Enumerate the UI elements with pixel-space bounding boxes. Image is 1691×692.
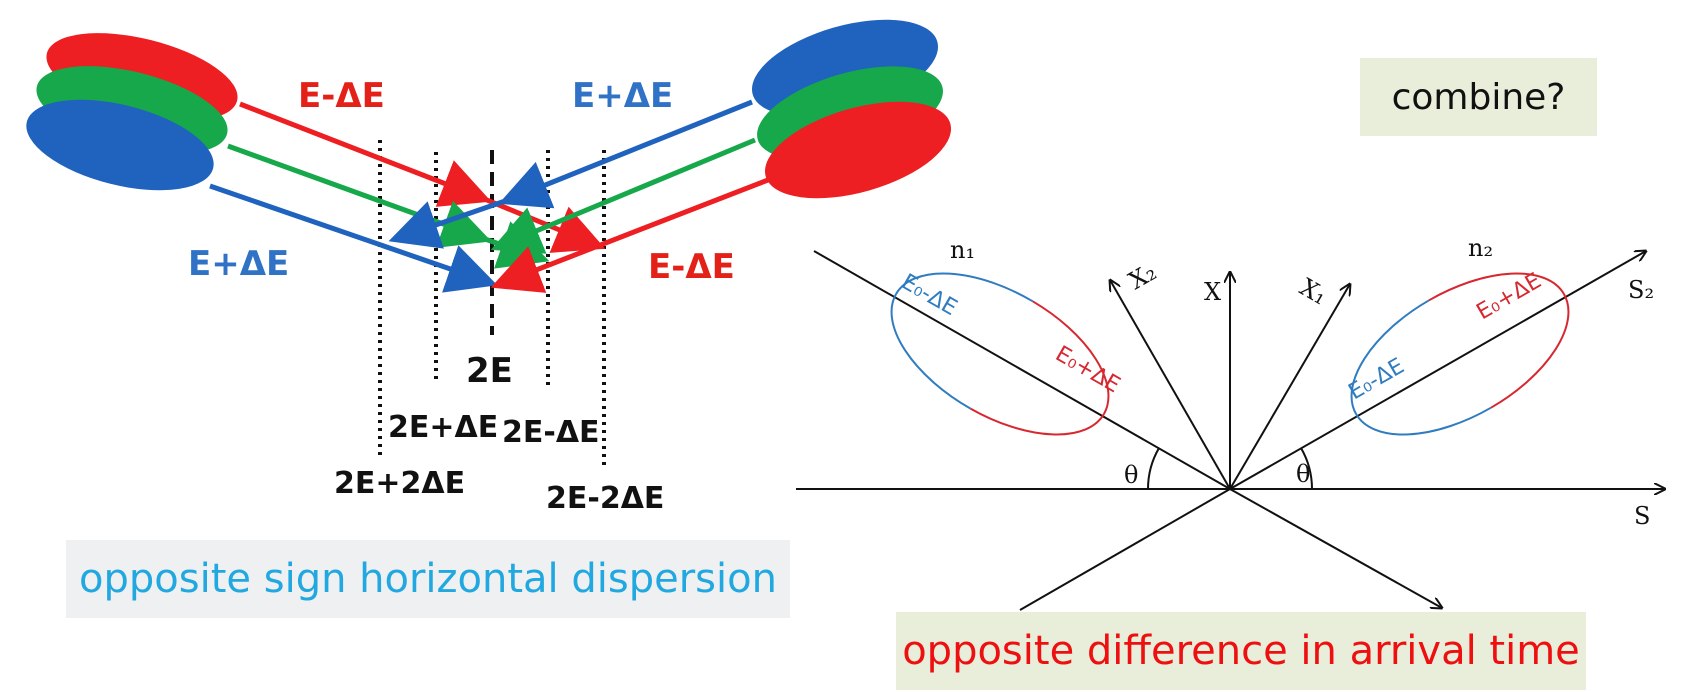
left-source-bunches bbox=[26, 33, 238, 191]
x1-axis bbox=[1229, 284, 1350, 490]
right-red-bunch bbox=[764, 101, 952, 199]
label-s2: S₂ bbox=[1628, 276, 1654, 304]
right-blue-beam-ext bbox=[388, 197, 509, 249]
label-n2: n₂ bbox=[1468, 234, 1493, 262]
left-ellipse-red-half-b bbox=[970, 407, 1105, 436]
label-right-ellipse-blue: E₀-ΔE bbox=[1345, 354, 1409, 405]
label-top-left: E-ΔE bbox=[298, 76, 385, 116]
right-beams bbox=[388, 99, 769, 293]
label-theta-left: θ bbox=[1124, 461, 1138, 489]
combine-callout: combine? bbox=[1360, 58, 1597, 136]
right-diagram-labels: n₁ n₂ X X₂ X₁ S S₂ θ θ E₀-ΔE E₀+ΔE E₀-ΔE… bbox=[897, 234, 1654, 530]
label-bottom-right: E-ΔE bbox=[648, 247, 735, 287]
s2-axis bbox=[1229, 251, 1646, 490]
label-n1: n₁ bbox=[950, 236, 975, 264]
lower-left-line bbox=[1019, 488, 1231, 611]
label-theta-right: θ bbox=[1296, 460, 1310, 488]
x2-axis bbox=[1110, 280, 1231, 490]
label-2e-minus-2de: 2E-2ΔE bbox=[546, 481, 664, 516]
right-blue-beam bbox=[498, 99, 753, 209]
right-red-beam bbox=[490, 177, 769, 293]
label-s: S bbox=[1634, 502, 1650, 530]
left-ellipse bbox=[890, 272, 1110, 436]
label-x: X bbox=[1204, 278, 1221, 306]
right-green-beam bbox=[490, 137, 756, 254]
label-top-right: E+ΔE bbox=[572, 76, 673, 116]
right-ellipse bbox=[1350, 272, 1570, 436]
left-ellipse-blue-half bbox=[895, 272, 1034, 303]
left-red-beam bbox=[239, 101, 492, 207]
label-2e-plus-2de: 2E+2ΔE bbox=[334, 466, 465, 501]
label-left-ellipse-blue: E₀-ΔE bbox=[897, 270, 961, 321]
label-x2: X₂ bbox=[1124, 258, 1161, 296]
label-left-ellipse-red: E₀+ΔE bbox=[1051, 342, 1124, 399]
theta-arc-right bbox=[1300, 447, 1313, 490]
label-x1: X₁ bbox=[1295, 273, 1332, 311]
left-blue-beam bbox=[209, 183, 498, 293]
left-ellipse-blue-half-b bbox=[890, 293, 972, 410]
label-2e: 2E bbox=[466, 351, 513, 391]
left-blue-bunch bbox=[26, 99, 214, 191]
label-2e-plus-de: 2E+ΔE bbox=[388, 410, 498, 445]
right-ellipse-red-half bbox=[1428, 272, 1565, 302]
right-source-bunches bbox=[751, 19, 952, 199]
left-ellipse-red-half bbox=[1032, 300, 1110, 415]
dispersion-callout: opposite sign horizontal dispersion bbox=[66, 540, 790, 618]
label-2e-minus-de: 2E-ΔE bbox=[502, 415, 600, 450]
n1-line bbox=[813, 250, 1231, 490]
right-ellipse-blue-half-b bbox=[1355, 406, 1492, 436]
left-beam-diagram: E-ΔE E+ΔE E+ΔE E-ΔE 2E 2E+ΔE 2E-ΔE 2E+2Δ… bbox=[26, 19, 952, 516]
label-bottom-left: E+ΔE bbox=[188, 244, 289, 284]
lower-right-arrow bbox=[1229, 488, 1442, 608]
right-ellipse-blue-half bbox=[1350, 299, 1430, 415]
right-ellipse-red-half-b bbox=[1490, 293, 1570, 409]
right-crossing-diagram bbox=[796, 240, 1665, 611]
theta-arc-left bbox=[1147, 447, 1160, 490]
arrival-time-callout: opposite difference in arrival time bbox=[896, 612, 1586, 690]
